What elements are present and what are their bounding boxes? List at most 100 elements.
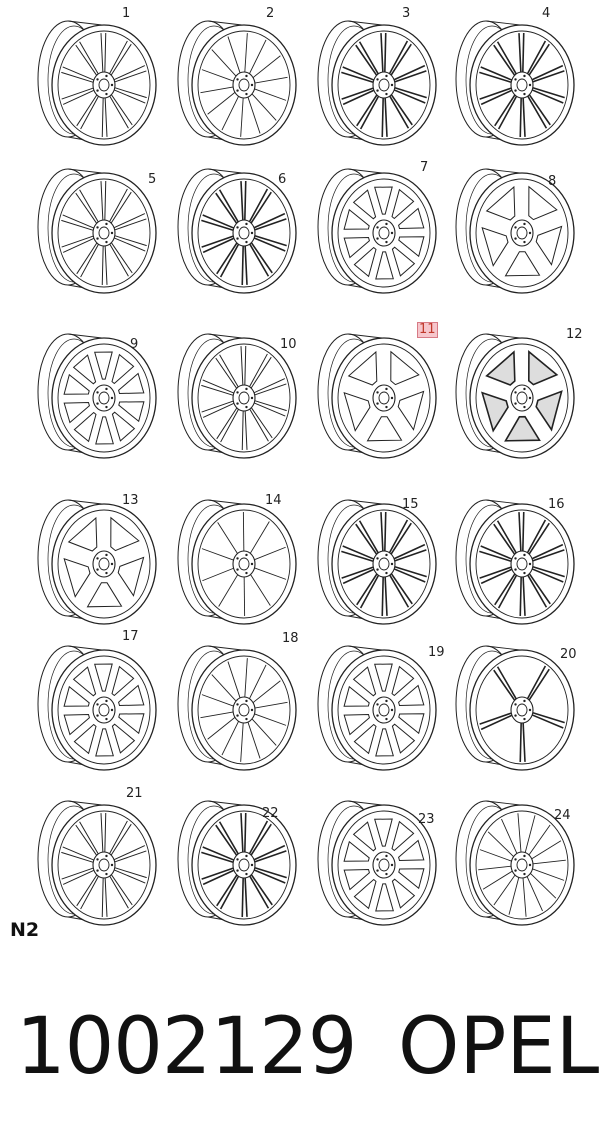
spoke	[219, 243, 240, 278]
hub	[510, 71, 534, 99]
barrel-edge	[207, 645, 243, 651]
barrel-edge	[485, 168, 521, 174]
lug-nut	[105, 387, 108, 391]
barrel-edge	[485, 800, 521, 806]
hub	[232, 71, 256, 99]
spoke	[254, 218, 287, 231]
lug-nut	[385, 74, 388, 78]
spoke-window	[535, 390, 563, 432]
hub-cap	[238, 226, 250, 240]
wheel-number-label: 18	[282, 631, 299, 646]
barrel-edge	[207, 20, 243, 26]
spoke	[526, 665, 547, 700]
lug-nut	[528, 863, 532, 867]
wheel-number-label: 12	[566, 327, 583, 342]
wheel-number-label: 13	[122, 493, 139, 508]
spoke	[202, 237, 235, 254]
lug-nut	[250, 863, 254, 867]
spoke	[501, 818, 518, 855]
barrel-edge	[347, 645, 383, 651]
hub-cap	[238, 858, 250, 872]
lug-nut	[105, 854, 108, 858]
spoke-window	[63, 401, 90, 424]
spoke	[80, 244, 99, 278]
spoke	[254, 400, 287, 412]
spoke	[341, 71, 374, 84]
rim-lip	[475, 178, 569, 288]
hub-cap	[98, 858, 110, 872]
spoke	[389, 95, 410, 129]
spoke	[113, 213, 146, 229]
spoke	[211, 49, 238, 78]
spoke	[75, 44, 98, 76]
lug-nut	[376, 391, 379, 394]
lug-nut	[385, 222, 388, 226]
spoke-window	[67, 516, 98, 552]
lug-nut	[245, 405, 248, 409]
spoke	[79, 41, 99, 75]
lug-nut	[96, 391, 99, 394]
spoke	[240, 813, 244, 853]
spoke	[526, 875, 543, 912]
spoke	[218, 189, 239, 223]
spoke	[62, 89, 95, 105]
lug-nut	[523, 222, 526, 226]
hub	[232, 219, 256, 247]
spoke-window	[118, 401, 145, 423]
spoke	[219, 875, 240, 910]
lug-nut	[105, 872, 108, 876]
spoke	[517, 813, 522, 854]
spoke	[200, 711, 235, 719]
rim-lip	[337, 343, 431, 453]
spoke	[253, 76, 288, 84]
wheel-drawing	[317, 499, 437, 625]
spoke-window	[398, 207, 425, 230]
wheel-drawing	[177, 168, 297, 294]
spoke	[531, 64, 564, 81]
hub-cap	[516, 557, 528, 571]
spoke	[201, 384, 234, 396]
spoke	[253, 212, 286, 229]
spoke	[244, 813, 247, 853]
hub	[92, 219, 116, 247]
spoke	[531, 89, 564, 104]
lug-nut	[514, 714, 517, 717]
spoke	[390, 573, 413, 605]
spoke	[201, 219, 234, 232]
spoke	[114, 235, 147, 247]
spoke	[342, 568, 375, 585]
rim-lip	[57, 509, 151, 619]
spoke-window	[391, 878, 416, 909]
spoke	[359, 95, 380, 130]
spoke	[394, 86, 427, 99]
wheel-number-label: 10	[280, 337, 297, 352]
spoke	[250, 874, 273, 906]
spoke	[100, 181, 104, 221]
spoke	[110, 874, 133, 906]
lug-nut	[250, 396, 254, 400]
spoke	[479, 849, 513, 862]
spoke	[480, 66, 513, 81]
spoke-window	[481, 391, 509, 433]
hub-cap	[378, 226, 390, 240]
spoke	[528, 522, 550, 555]
spoke	[380, 512, 384, 552]
spoke	[221, 720, 240, 756]
spoke	[110, 43, 132, 76]
spoke	[342, 545, 375, 560]
spoke	[253, 546, 286, 561]
spoke	[480, 89, 513, 106]
spoke	[530, 840, 562, 860]
spoke	[215, 357, 238, 389]
spoke	[253, 402, 286, 417]
spoke-window	[111, 411, 136, 442]
spoke	[479, 550, 512, 563]
barrel-edge	[485, 20, 521, 26]
spoke	[253, 88, 287, 101]
barrel-edge	[485, 645, 521, 651]
wheel-drawing	[317, 800, 437, 926]
hub-cap	[516, 78, 528, 92]
spoke	[494, 573, 516, 606]
spoke	[101, 97, 104, 137]
spoke	[104, 813, 107, 853]
